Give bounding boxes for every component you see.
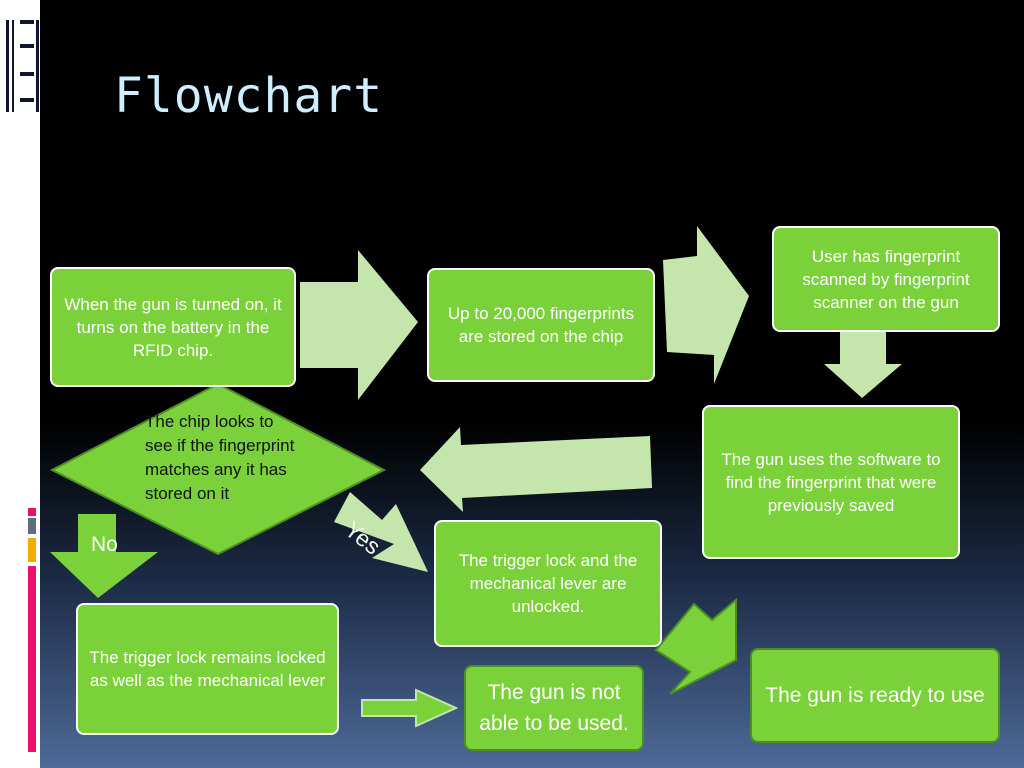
arrow-down-1 xyxy=(824,330,902,398)
arrow-diagonal-ready xyxy=(654,597,737,695)
edge-label-no: No xyxy=(91,533,118,556)
arrow-down-no xyxy=(50,514,158,598)
node-unlocked: The trigger lock and the mechanical leve… xyxy=(434,520,662,647)
node-fingerprint-scan: User has fingerprint scanned by fingerpr… xyxy=(772,226,1000,332)
node-not-usable: The gun is not able to be used. xyxy=(464,665,644,751)
arrow-right-2 xyxy=(663,226,749,384)
accent-bar-orange xyxy=(28,538,36,562)
arrow-right-small xyxy=(361,688,459,728)
node-ready: The gun is ready to use xyxy=(750,648,1000,743)
bars-logo-icon xyxy=(6,20,39,112)
accent-bar-pink xyxy=(28,508,36,516)
node-locked: The trigger lock remains locked as well … xyxy=(76,603,339,735)
node-software-lookup: The gun uses the software to find the fi… xyxy=(702,405,960,559)
node-decision-text: The chip looks to see if the fingerprint… xyxy=(145,412,295,503)
accent-bar-gray xyxy=(28,518,36,534)
node-power-on: When the gun is turned on, it turns on t… xyxy=(50,267,296,387)
arrow-left-1 xyxy=(420,427,652,512)
node-fingerprints-stored: Up to 20,000 fingerprints are stored on … xyxy=(427,268,655,382)
arrow-right-1 xyxy=(300,250,418,400)
accent-bar-magenta xyxy=(28,566,36,752)
slide-title: Flowchart xyxy=(114,68,384,124)
arrow-diagonal-yes xyxy=(334,492,428,572)
decision-diamond xyxy=(49,382,387,556)
